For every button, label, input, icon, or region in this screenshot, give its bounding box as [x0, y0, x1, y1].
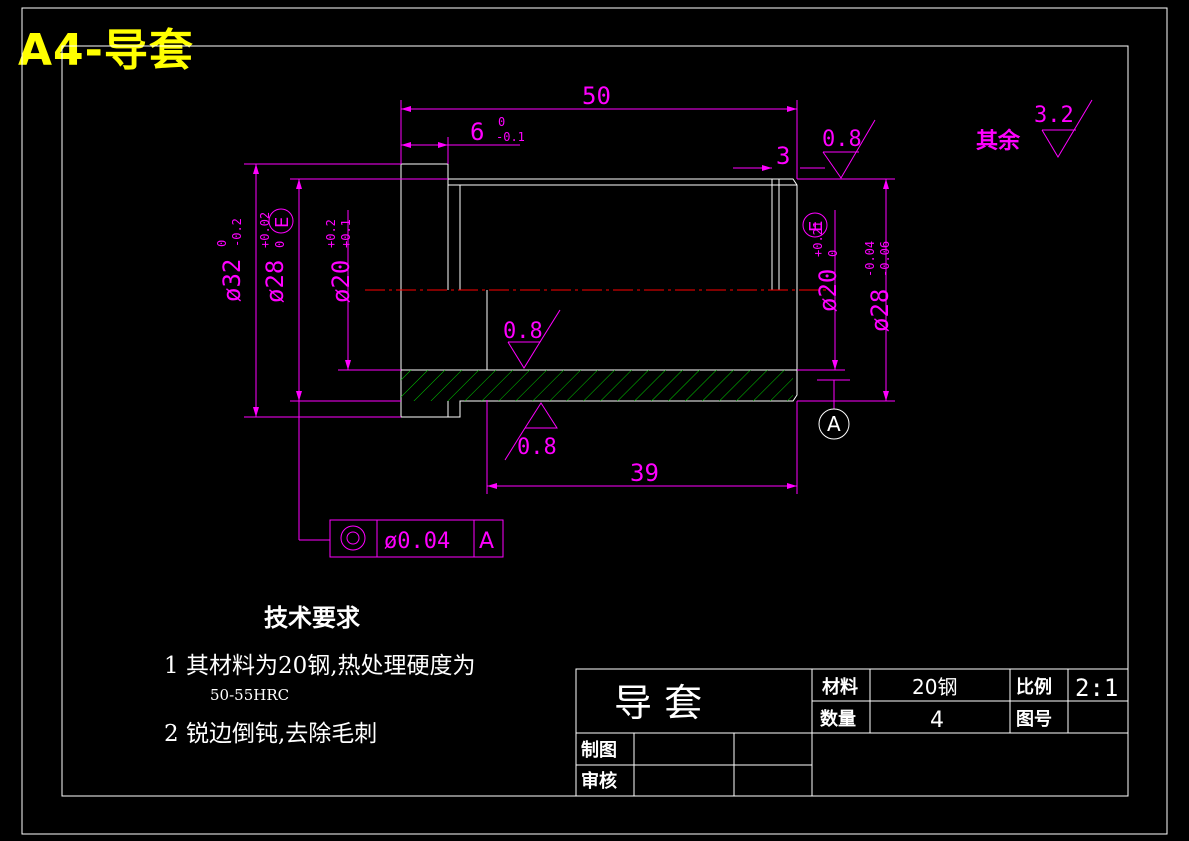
dim-bore-right: ø20 — [814, 269, 842, 312]
roughness-bottom: 0.8 — [517, 435, 557, 460]
dim-od-flange: ø32 — [218, 259, 246, 302]
dim-bore-left-tol-lower: +0.1 — [339, 219, 353, 248]
svg-text:E: E — [806, 221, 827, 232]
dim-bore-left-tol-upper: +0.2 — [324, 219, 338, 248]
dim-step-tol-lower: -0.1 — [496, 130, 525, 144]
dim-od-body-tol-lower: 0 — [273, 241, 287, 248]
title-block — [575, 668, 1129, 797]
tolerance-value: ø0.04 — [384, 529, 450, 554]
tech-req-item1: 1 其材料为20钢,热处理硬度为 — [164, 653, 476, 679]
dim-step-tol-upper: 0 — [498, 115, 505, 129]
tolerance-frame: ø0.04 A — [329, 519, 504, 558]
dimension-lines — [244, 100, 895, 541]
dim-od-flange-tol-lower: -0.2 — [230, 218, 244, 247]
dim-length-bore: 39 — [630, 459, 659, 487]
dim-od-body: ø28 — [261, 260, 289, 303]
tb-drawn-label: 制图 — [581, 740, 617, 761]
roughness-rest-label: 其余 — [976, 128, 1021, 154]
tb-drawing-no-label: 图号 — [1016, 709, 1052, 730]
dim-groove: 3 — [776, 142, 790, 170]
roughness-top: 0.8 — [822, 127, 862, 152]
dim-od-right-tol-lower: -0.06 — [878, 241, 892, 277]
dim-bore-right-tol-lower: 0 — [826, 250, 840, 257]
datum-marker: A — [818, 408, 850, 440]
dim-length-total: 50 — [582, 82, 611, 110]
dim-bore-left: ø20 — [327, 260, 355, 303]
roughness-rest-value: 3.2 — [1034, 103, 1074, 128]
roughness-symbols — [504, 99, 1093, 461]
tech-req-item1-cont: 50-55HRC — [210, 686, 290, 704]
tb-qty-label: 数量 — [820, 708, 856, 730]
dim-bore-right-tol-upper: +0.21 — [811, 221, 825, 257]
tb-scale-value: 2:1 — [1075, 674, 1118, 702]
svg-text:E: E — [272, 217, 293, 228]
tb-scale-label: 比例 — [1016, 676, 1052, 698]
tech-req-item2: 2 锐边倒钝,去除毛刺 — [164, 721, 378, 747]
envelope-marker-left: E — [268, 208, 294, 234]
outer-frame — [21, 7, 1168, 835]
dim-step: 6 — [470, 118, 484, 146]
dim-od-body-tol-upper: +0.02 — [258, 212, 272, 248]
tb-checked-label: 审核 — [581, 770, 617, 792]
dim-od-right-tol-upper: -0.04 — [863, 241, 877, 277]
roughness-inner: 0.8 — [503, 319, 543, 344]
tb-material-value: 20钢 — [912, 675, 957, 699]
inner-frame — [61, 45, 1129, 797]
tb-material-label: 材料 — [822, 676, 858, 698]
tb-qty-value: 4 — [930, 708, 944, 733]
dim-od-flange-tol-upper: 0 — [215, 240, 229, 247]
tb-part-name: 导 套 — [614, 681, 702, 725]
section-hatch — [401, 370, 793, 401]
tech-req-title: 技术要求 — [264, 603, 360, 632]
svg-text:A: A — [827, 412, 841, 436]
tolerance-datum: A — [479, 529, 494, 554]
sheet-tag: A4-导套 — [18, 25, 194, 76]
envelope-marker-right: E — [802, 212, 828, 238]
dim-od-right: ø28 — [866, 289, 894, 332]
